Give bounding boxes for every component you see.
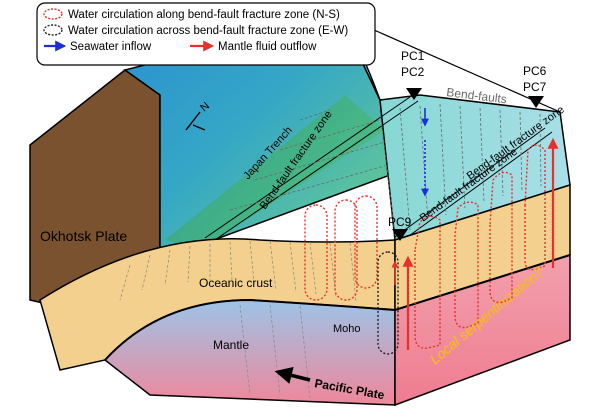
legend-item-ns: Water circulation along bend-fault fract…: [68, 9, 340, 21]
legend-item-mantle-fluid: Mantle fluid outflow: [218, 41, 317, 53]
bend-fault-lines: [229, 103, 542, 236]
station-pc1-marker: [406, 88, 422, 100]
legend-item-seawater: Seawater inflow: [70, 41, 152, 53]
legend-item-ew: Water circulation across bend-fault frac…: [68, 25, 348, 37]
station-pc6-marker: [528, 96, 544, 108]
legend-red-loop-icon: [43, 8, 63, 20]
station-pc1-label: PC1: [401, 49, 425, 63]
legend: Water circulation along bend-fault fract…: [36, 2, 376, 66]
legend-black-loop-icon: [43, 24, 63, 36]
station-pc2-label: PC2: [401, 65, 425, 79]
station-pc6-label: PC6: [523, 64, 547, 78]
station-pc7-label: PC7: [523, 80, 547, 94]
moho-line: [104, 254, 571, 361]
oceanic-crust-label: Oceanic crust: [199, 276, 273, 290]
station-pc9-label: PC9: [388, 215, 412, 229]
sea-floor-surface: [123, 14, 391, 256]
ns-circulation-loops: [304, 195, 378, 301]
side-circulation-loops: [414, 144, 546, 349]
pacific-plate-arrow-icon: [274, 366, 311, 384]
north-arrow-icon: [185, 111, 206, 131]
station-pc9-marker: [392, 229, 408, 241]
mantle-label: Mantle: [213, 338, 249, 352]
mantle-outflow-arrows: [391, 137, 559, 350]
fracture-zone-band: [204, 96, 553, 243]
okhotsk-plate-label: Okhotsk Plate: [40, 228, 127, 244]
ew-circulation-loop: [377, 251, 399, 355]
moho-label: Moho: [333, 323, 361, 335]
crust-fault-lines: [119, 240, 357, 399]
